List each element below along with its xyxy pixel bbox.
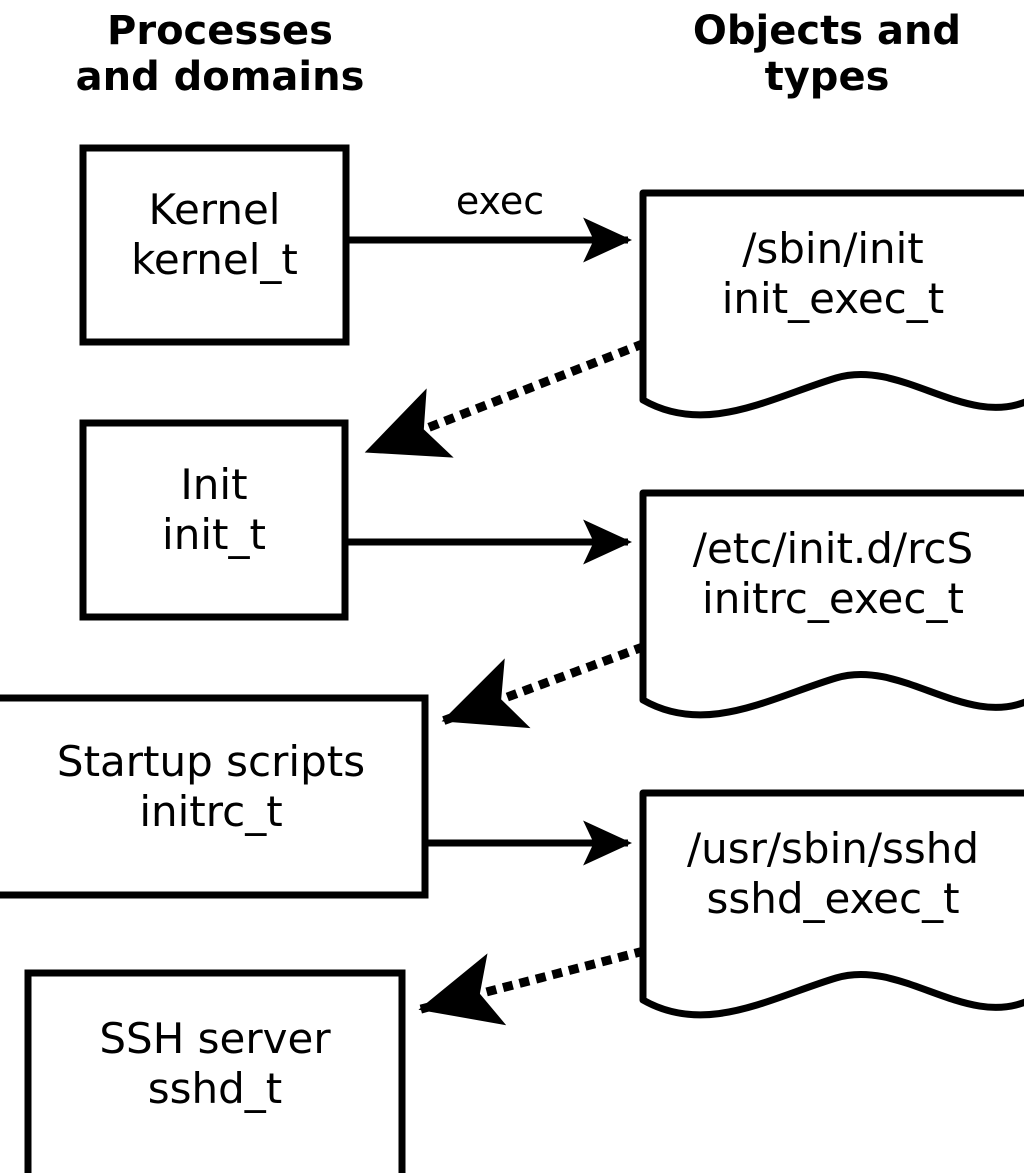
edge-sshd-exec-transition-sshd — [418, 946, 646, 1026]
process-box-ssh-server[interactable] — [24, 969, 406, 1173]
process-box-kernel[interactable] — [79, 144, 350, 346]
edge-init-exec-transition-init — [364, 339, 646, 458]
column-header-processes: Processes and domains — [75, 8, 365, 100]
object-doc-init-exec[interactable] — [639, 189, 1024, 419]
object-doc-initrc-exec[interactable] — [639, 489, 1024, 719]
object-doc-sshd-exec[interactable] — [639, 789, 1024, 1019]
column-header-objects: Objects and types — [692, 8, 962, 100]
process-box-startup-scripts[interactable] — [0, 694, 429, 899]
edge-initrc-exec-transition-initrc — [441, 642, 646, 729]
edge-label-exec: exec — [455, 179, 545, 223]
process-box-init[interactable] — [79, 419, 349, 621]
